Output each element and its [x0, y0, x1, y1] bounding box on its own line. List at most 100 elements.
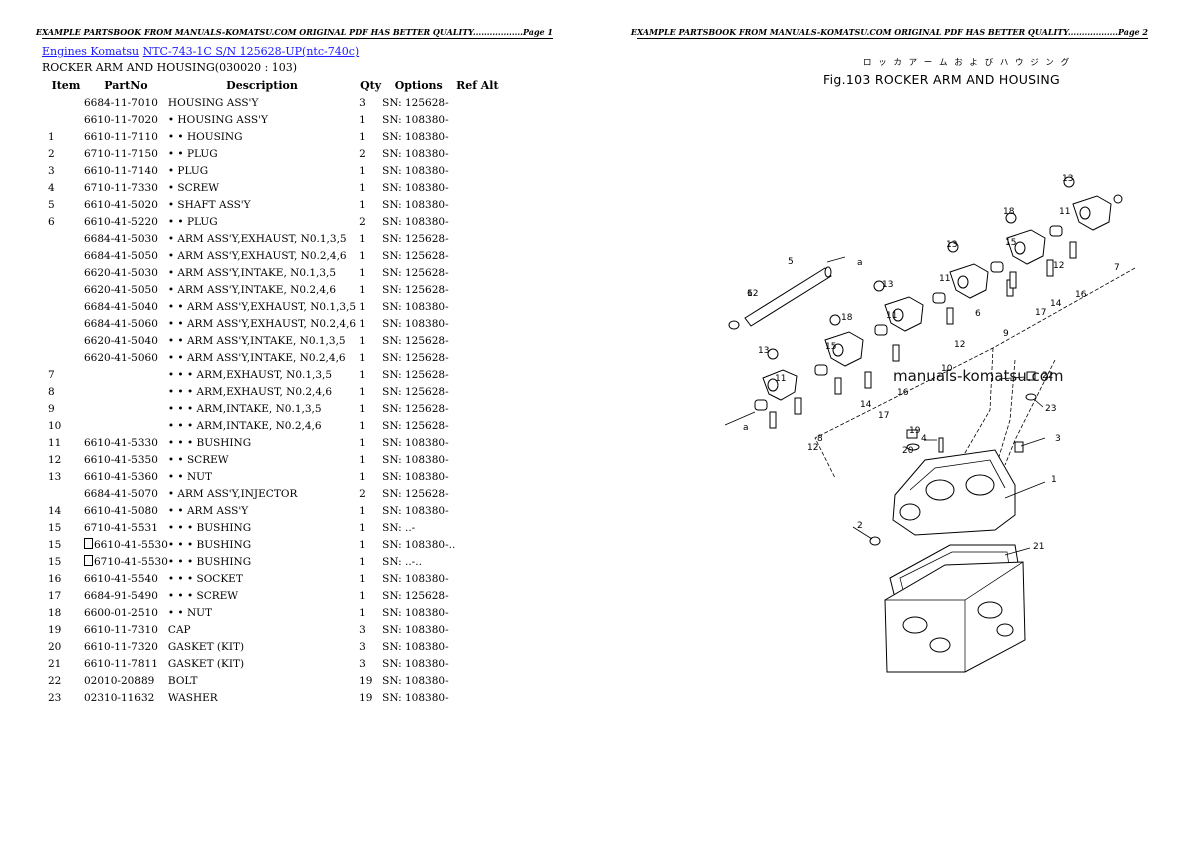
cell-ref-alt: [455, 689, 499, 706]
cell-item: [42, 94, 84, 111]
nuts-and-plugs: [728, 176, 1123, 546]
cell-ref-alt: [455, 451, 499, 468]
cell-qty: 1: [359, 317, 366, 330]
cell-partno: [84, 383, 168, 400]
table-row: 6684-41-5030• ARM ASS'Y,EXHAUST, N0.1,3,…: [42, 230, 499, 247]
cell-description: • • • SCREW: [167, 589, 239, 602]
cell-options: SN: 125628-: [382, 249, 449, 262]
cell-options: SN: 125628-: [382, 589, 449, 602]
cell-partno: 6710-11-7330: [84, 181, 158, 194]
callout-number: 19: [909, 426, 921, 436]
cell-partno: 6684-41-5060: [84, 317, 158, 330]
cell-description: • • NUT: [167, 470, 213, 483]
cell-item: 15: [48, 538, 62, 551]
assembly-guide-lines: [814, 267, 1136, 479]
cell-qty: 1: [359, 521, 366, 534]
cell-item: [42, 485, 84, 502]
cell-options: SN: 108380-: [382, 623, 449, 636]
cell-partno: [84, 400, 168, 417]
cell-qty: 1: [359, 538, 366, 551]
cell-item: 17: [48, 589, 62, 602]
cell-ref-alt: [455, 485, 499, 502]
cell-item: 12: [48, 453, 62, 466]
cell-qty: 2: [359, 487, 366, 500]
cell-partno: 6684-41-5040: [84, 300, 158, 313]
cell-description: • ARM ASS'Y,INTAKE, N0.2,4,6: [167, 283, 337, 296]
callout-number: 7: [1114, 263, 1120, 273]
cell-description: • • ARM ASS'Y,EXHAUST, N0.1,3,5: [167, 300, 357, 313]
cell-ref-alt: [455, 145, 499, 162]
cell-partno: 6684-41-5030: [84, 232, 158, 245]
col-header-partno: PartNo: [104, 79, 148, 92]
cell-qty: 1: [359, 368, 366, 381]
cell-qty: 1: [359, 606, 366, 619]
cell-qty: 3: [359, 623, 366, 636]
watermark: manuals-komatsu.com: [893, 367, 1064, 385]
cell-item: 16: [48, 572, 62, 585]
cell-qty: 1: [359, 419, 366, 432]
callout-number: 16: [897, 388, 909, 398]
cell-item: [42, 298, 84, 315]
cell-ref-alt: [455, 519, 499, 536]
callout-number: 13: [882, 280, 893, 290]
cell-options: SN: 108380-: [382, 181, 449, 194]
callout-number: 14: [860, 400, 872, 410]
cell-description: • • ARM ASS'Y,INTAKE, N0.2,4,6: [167, 351, 346, 364]
cell-partno: 6710-41-5531: [84, 521, 158, 534]
cell-ref-alt: [455, 179, 499, 196]
callout-number: 6: [747, 289, 753, 299]
cell-item: [42, 247, 84, 264]
cell-qty: 19: [359, 691, 373, 704]
callout-number: 13: [758, 346, 769, 356]
cell-partno: 6600-01-2510: [84, 606, 158, 619]
callout-number: 12: [807, 443, 818, 453]
table-row: 6620-41-5060• • ARM ASS'Y,INTAKE, N0.2,4…: [42, 349, 499, 366]
cell-partno: 6610-11-7140: [84, 164, 158, 177]
callout-number: 11: [1059, 207, 1070, 217]
cell-options: SN: 125628-: [382, 283, 449, 296]
cell-options: SN: 125628-: [382, 419, 449, 432]
cell-partno: 6610-41-5330: [84, 436, 158, 449]
cell-description: • • HOUSING: [167, 130, 243, 143]
cell-item: 18: [48, 606, 62, 619]
cell-qty: 1: [359, 232, 366, 245]
callout-number: 16: [1075, 290, 1087, 300]
table-row: 6684-41-5060• • ARM ASS'Y,EXHAUST, N0.2,…: [42, 315, 499, 332]
cell-options: SN: 108380-: [382, 317, 449, 330]
cell-ref-alt: [455, 332, 499, 349]
col-header-qty: Qty: [360, 79, 382, 92]
callout-number: 18: [841, 313, 853, 323]
cell-qty: 2: [359, 215, 366, 228]
cell-ref-alt: [455, 536, 499, 553]
cell-description: • • • SOCKET: [167, 572, 243, 585]
cell-ref-alt: [455, 434, 499, 451]
cell-ref-alt: [455, 570, 499, 587]
figure-title-japanese: ロ ッ カ ア ー ム お よ び ハ ウ ジ ン グ: [863, 58, 1072, 68]
cell-item: 14: [48, 504, 62, 517]
breadcrumb-link-model[interactable]: NTC-743-1C S/N 125628-UP(ntc-740c): [142, 45, 360, 58]
cell-ref-alt: [455, 366, 499, 383]
table-row: 6620-41-5040• • ARM ASS'Y,INTAKE, N0.1,3…: [42, 332, 499, 349]
cell-qty: 1: [359, 504, 366, 517]
callout-number: 13: [946, 240, 957, 250]
rocker-arm-group-1: [754, 369, 802, 429]
cell-qty: 3: [359, 96, 366, 109]
breadcrumb-link-engines[interactable]: Engines Komatsu: [42, 45, 140, 58]
cell-item: 19: [48, 623, 62, 636]
cell-partno: 6610-41-5080: [84, 504, 158, 517]
cell-options: SN: 108380-: [382, 215, 449, 228]
cell-options: SN: ..-: [382, 521, 416, 534]
cell-options: SN: 108380-: [382, 300, 449, 313]
cell-options: SN: 108380-: [382, 130, 449, 143]
cell-ref-alt: [455, 655, 499, 672]
header-divider: [42, 38, 553, 39]
callout-number: 21: [1033, 542, 1044, 552]
cell-ref-alt: [455, 400, 499, 417]
